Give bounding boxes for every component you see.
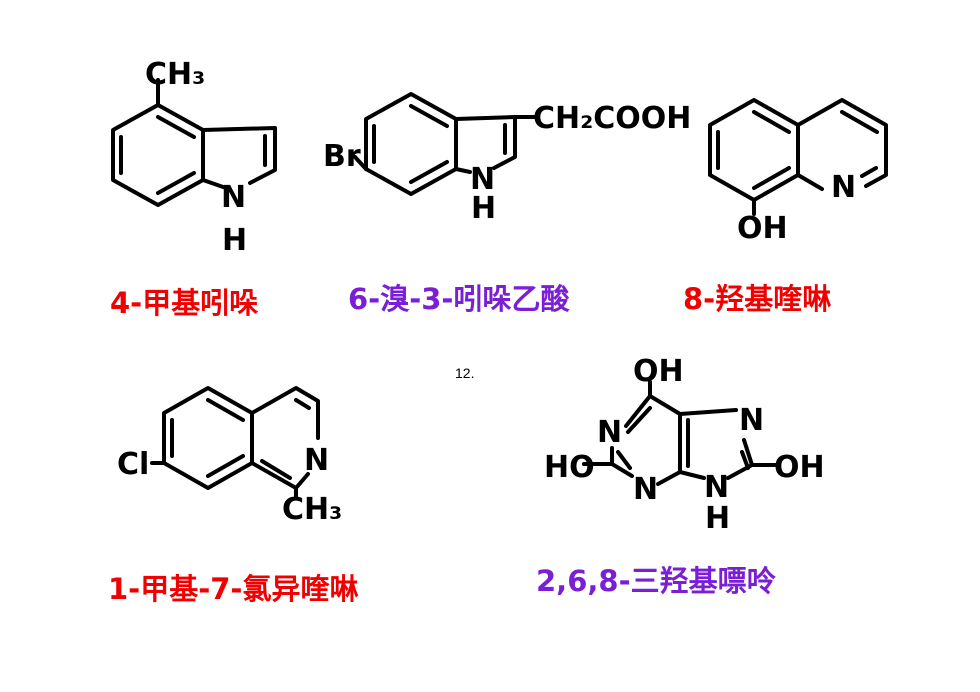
bromine-label: Br bbox=[323, 139, 361, 174]
structure-8-hydroxyquinoline: N OH bbox=[708, 98, 888, 246]
benzene-inner-double-bonds bbox=[372, 104, 449, 184]
hydrogen-label: H bbox=[222, 223, 247, 258]
left-ring-double-bonds bbox=[170, 398, 245, 478]
nitrogen-1-label: N bbox=[597, 415, 622, 450]
ch3-label: CH₃ bbox=[145, 57, 205, 92]
hydrogen-label: H bbox=[471, 191, 496, 226]
pyrrole-ring-bonds bbox=[454, 115, 517, 174]
hydrogen-9-label: H bbox=[705, 501, 730, 536]
chlorine-label: Cl bbox=[117, 447, 149, 482]
structure-7-chloro-1-methylisoquinoline: Cl N CH₃ bbox=[117, 386, 342, 527]
left-ring-bonds bbox=[162, 386, 254, 490]
page-number: 12. bbox=[455, 365, 475, 381]
benzene-inner-double-bonds bbox=[119, 115, 196, 195]
compound-name-4: 1-甲基-7-氯异喹啉 bbox=[108, 572, 359, 606]
nitrogen-label: N bbox=[470, 162, 495, 197]
compound-name-3: 8-羟基喹啉 bbox=[683, 282, 832, 316]
nitrogen-7-label: N bbox=[739, 403, 764, 438]
compound-name-1: 4-甲基吲哚 bbox=[110, 286, 259, 320]
hydroxyl-top-label: OH bbox=[633, 354, 684, 389]
pyrimidine-double-bonds bbox=[616, 406, 690, 470]
right-ring-double-bonds bbox=[260, 398, 311, 480]
structure-6-bromo-indoleacetic-acid: Br CH₂COOH N H bbox=[323, 92, 691, 226]
benzene-ring-bonds bbox=[111, 103, 205, 207]
left-ring-bonds bbox=[708, 98, 800, 202]
left-ring-double-bonds bbox=[716, 110, 791, 190]
hydroxyl-label: OH bbox=[737, 211, 788, 246]
compound-name-2: 6-溴-3-吲哚乙酸 bbox=[348, 282, 570, 316]
nitrogen-3-label: N bbox=[633, 472, 658, 507]
nitrogen-label: N bbox=[221, 180, 246, 215]
bromine-bond bbox=[353, 155, 368, 171]
pyrimidine-ring-bonds bbox=[610, 394, 682, 486]
compound-name-5: 2,6,8-三羟基嘌呤 bbox=[536, 564, 776, 598]
nitrogen-label: N bbox=[831, 170, 856, 205]
structure-trihydroxypurine: OH N HO N N N H OH bbox=[544, 354, 825, 536]
nitrogen-label: N bbox=[304, 443, 329, 478]
nitrogen-9-label: N bbox=[704, 470, 729, 505]
hydroxyl-bonds bbox=[582, 380, 778, 467]
ch3-label: CH₃ bbox=[282, 492, 342, 527]
ch2cooh-label: CH₂COOH bbox=[533, 101, 691, 136]
right-ring-bonds bbox=[796, 98, 888, 191]
hydroxyl-right-label: OH bbox=[774, 450, 825, 485]
hydroxyl-left-label: HO bbox=[544, 450, 595, 485]
imidazole-double-bond bbox=[740, 450, 750, 470]
benzene-ring-bonds bbox=[364, 92, 458, 196]
structure-4-methylindole: CH₃ N H bbox=[111, 57, 277, 258]
right-ring-double-bonds bbox=[840, 110, 879, 178]
pyrrole-ring-bonds bbox=[201, 126, 277, 190]
